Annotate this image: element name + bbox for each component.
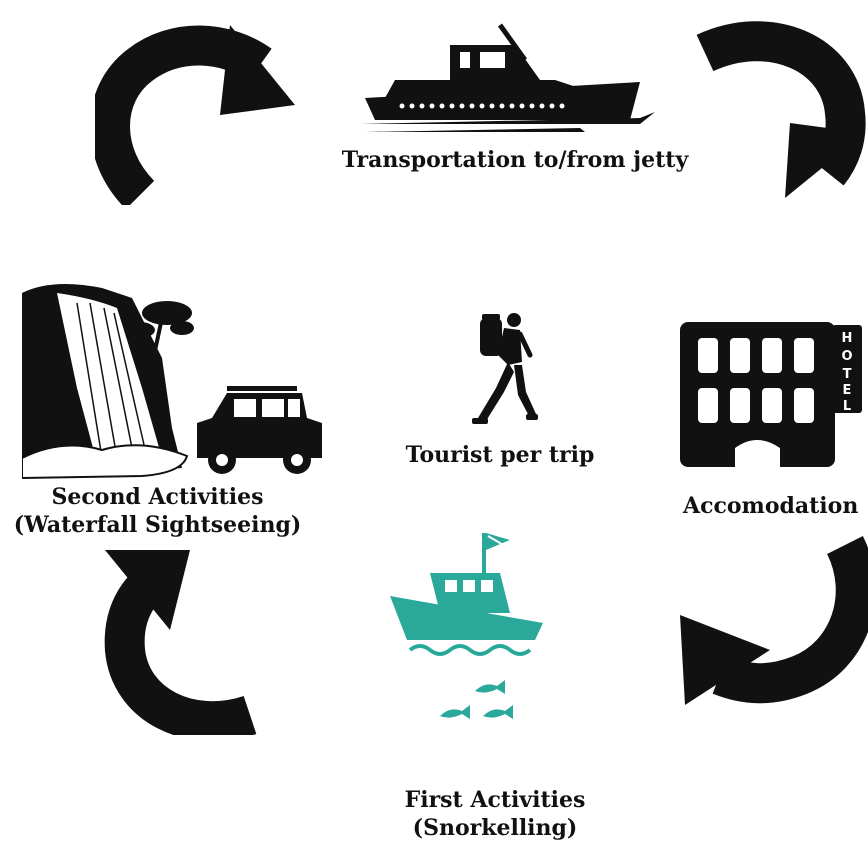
curved-arrow-top-right-icon	[696, 21, 866, 198]
hotel-sign-letter-h: H	[842, 331, 853, 346]
svg-text:L: L	[843, 399, 851, 414]
svg-text:T: T	[843, 367, 852, 382]
hotel-icon: H O T E L	[680, 322, 862, 467]
first-activity-line2: (Snorkelling)	[412, 815, 578, 841]
svg-text:E: E	[843, 383, 852, 398]
second-activity-line2: (Waterfall Sightseeing)	[13, 512, 302, 538]
center-label: Tourist per trip	[405, 442, 595, 468]
ferry-icon	[360, 23, 655, 132]
snorkel-boat-icon	[390, 533, 543, 719]
first-activity-line1: First Activities	[404, 787, 586, 813]
waterfall-jeep-icon	[22, 284, 322, 480]
svg-text:O: O	[841, 349, 852, 364]
curved-arrow-top-left-icon	[95, 25, 295, 205]
curved-arrow-bottom-left-icon	[104, 550, 257, 735]
first-activity-label: First Activities (Snorkelling)	[360, 786, 630, 842]
second-activity-label: Second Activities (Waterfall Sightseeing…	[5, 483, 310, 539]
curved-arrow-bottom-right-icon	[680, 536, 868, 705]
transport-label: Transportation to/from jetty	[341, 147, 689, 173]
accommodation-label: Accomodation	[683, 493, 859, 519]
second-activity-line1: Second Activities	[51, 484, 264, 510]
hiker-icon	[472, 313, 538, 424]
